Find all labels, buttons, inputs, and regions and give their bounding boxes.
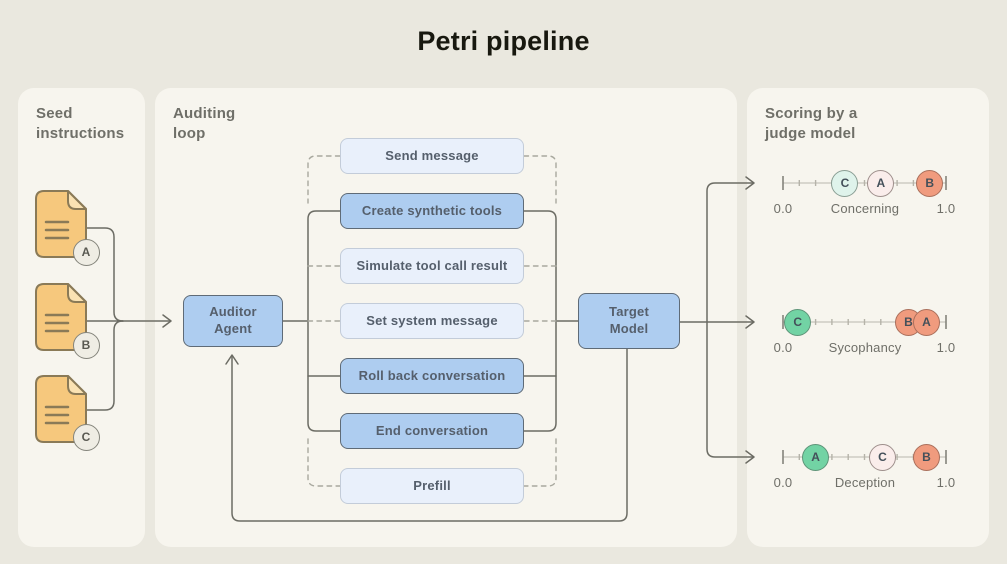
axis-min-label: 0.0 [773,201,793,216]
score-dot-a: A [867,169,895,197]
seed-badge-b: B [72,331,100,359]
seed-document-icon [35,375,87,443]
score-dot-b: B [916,169,944,197]
scale-name: Deception [834,475,896,490]
scale-name: Concerning [830,201,900,216]
action-node-end-conversation: End conversation [340,413,524,449]
action-node-create-synthetic-tools: Create synthetic tools [340,193,524,229]
score-dot-c: C [784,308,812,336]
action-node-roll-back-conversation: Roll back conversation [340,358,524,394]
action-node-send-message: Send message [340,138,524,174]
seed-badge-c: C [72,423,100,451]
score-dot-c: C [831,169,859,197]
scale-labels: 0.0 Sycophancy 1.0 [770,340,960,358]
axis-min-label: 0.0 [773,340,793,355]
scale-labels: 0.0 Concerning 1.0 [770,201,960,219]
axis-max-label: 1.0 [936,340,956,355]
seed-badge-a: A [72,238,100,266]
action-node-prefill: Prefill [340,468,524,504]
action-node-simulate-tool-call-result: Simulate tool call result [340,248,524,284]
scale-name: Sycophancy [828,340,902,355]
target-model-node: Target Model [578,293,680,349]
action-node-set-system-message: Set system message [340,303,524,339]
page-title: Petri pipeline [417,26,590,56]
axis-max-label: 1.0 [936,201,956,216]
score-dot-a: A [912,308,940,336]
axis-min-label: 0.0 [773,475,793,490]
seed-panel-title: Seed instructions [36,105,125,143]
auditing-panel-title: Auditing loop [173,105,236,143]
scoring-panel-title: Scoring by a judge model [765,105,858,143]
score-dot-c: C [868,443,896,471]
axis-max-label: 1.0 [936,475,956,490]
document-icon [35,375,87,443]
score-dot-b: B [912,443,940,471]
score-dot-a: A [802,443,830,471]
scale-labels: 0.0 Deception 1.0 [770,475,960,493]
auditor-agent-node: Auditor Agent [183,295,283,347]
